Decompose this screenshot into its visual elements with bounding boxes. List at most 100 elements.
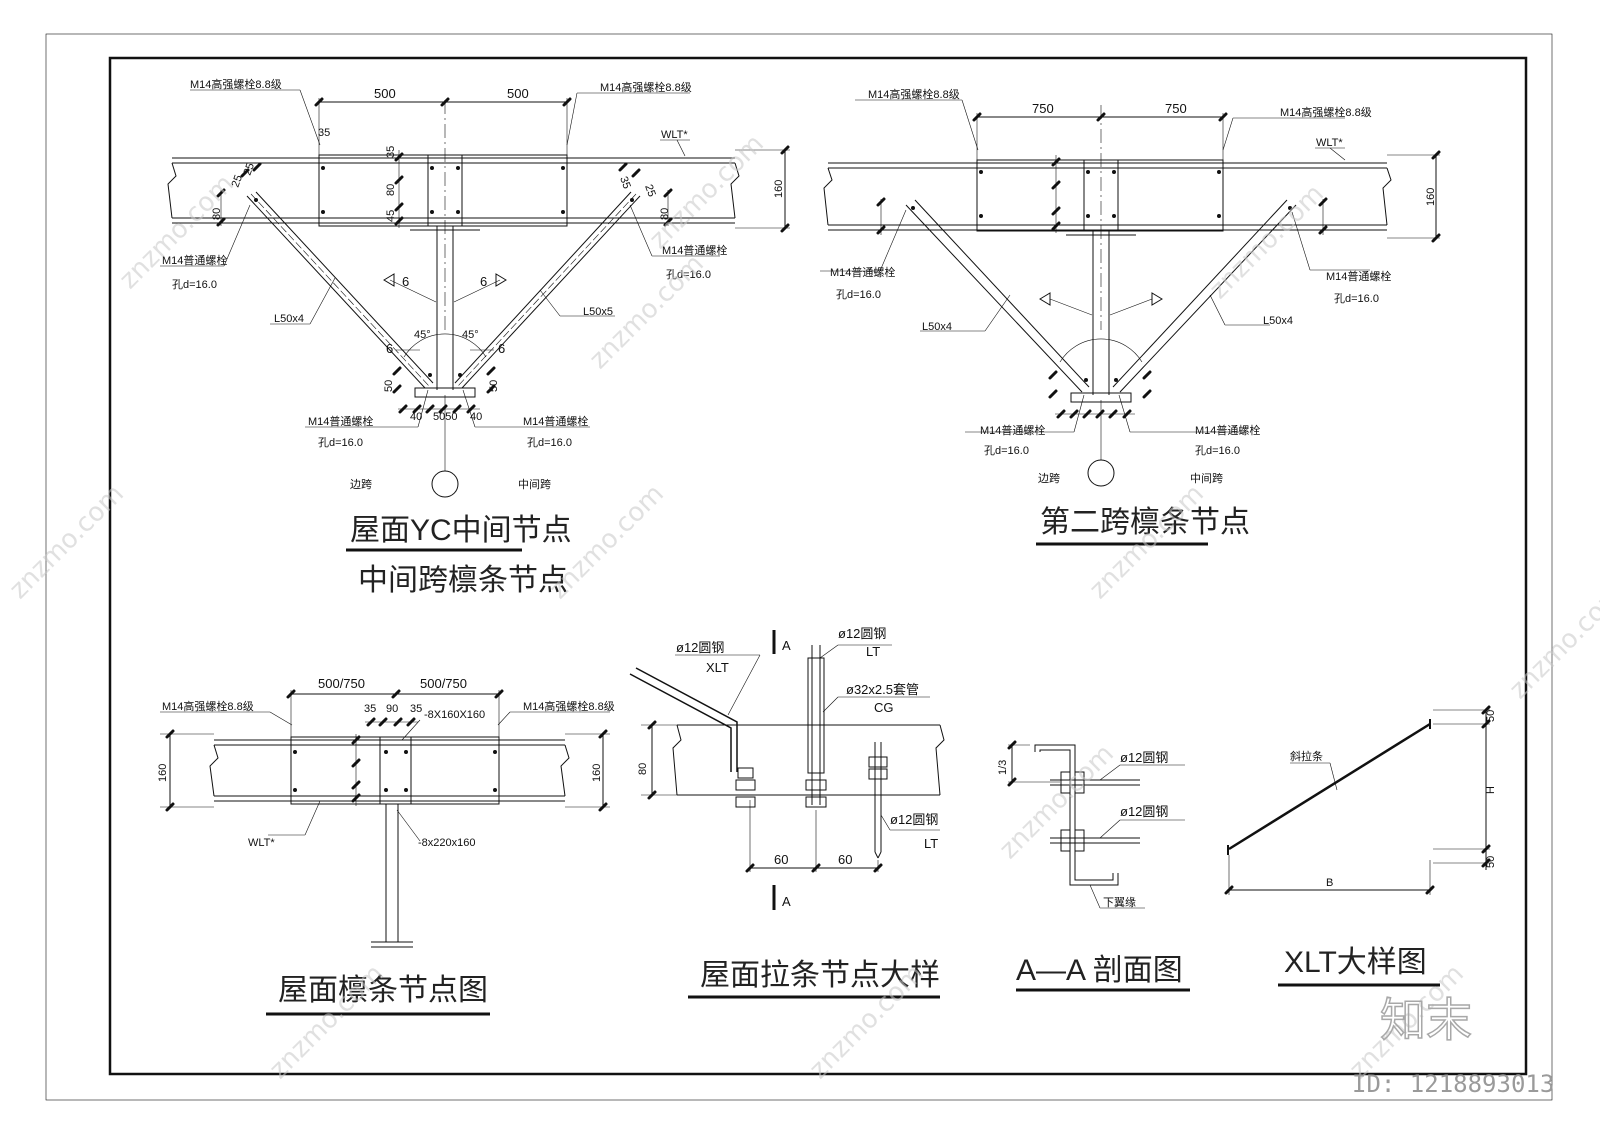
dim-label: 6 [402, 274, 409, 289]
label-hole: 孔d=16.0 [172, 278, 217, 291]
dim-label: 80 [211, 208, 223, 220]
label-rod: ø12圆钢 [676, 640, 724, 655]
dim-label: 35 [410, 703, 422, 715]
xlt-detail [1224, 705, 1491, 987]
title-section-aa: A—A 剖面图 [1016, 954, 1183, 987]
label-xlt: XLT [706, 660, 729, 675]
label-angle: L50x4 [274, 313, 304, 325]
watermark-text: znzmo.com [644, 129, 770, 255]
label-plate: -8x220x160 [418, 837, 476, 849]
label-mid-span: 中间跨 [518, 478, 551, 491]
label-bolt: M14普通螺栓 [1326, 269, 1391, 283]
dim-label: 6 [498, 341, 505, 356]
dim-label: 45° [462, 329, 479, 341]
dim-label: 35 [318, 127, 330, 139]
watermark-text: znzmo.com [994, 739, 1120, 865]
dim-label: 160 [1425, 188, 1437, 206]
dim-label: 90 [386, 703, 398, 715]
dim-label: 500/750 [420, 676, 467, 691]
dim-label: 750 [1032, 101, 1054, 116]
label-hs-bolt: M14高强螺栓8.8级 [162, 699, 254, 713]
dim-label: 35 [385, 146, 397, 158]
label-lt: LT [866, 644, 880, 659]
label-hole: 孔d=16.0 [836, 288, 881, 301]
node2-detail [820, 99, 1441, 546]
dim-label: 50 [1485, 856, 1497, 868]
dim-label: 500/750 [318, 676, 365, 691]
image-id: ID: 1218893013 [1352, 1070, 1554, 1098]
dim-label: 160 [773, 180, 785, 198]
label-diag-tie: 斜拉条 [1290, 749, 1323, 763]
section-mark: A [782, 894, 791, 909]
dim-label: 6 [386, 341, 393, 356]
section-aa-detail [1007, 740, 1190, 992]
brand-logo: 知末 [1380, 993, 1472, 1047]
dim-label: H [1485, 786, 1497, 794]
dim-label: 60 [838, 852, 852, 867]
section-mark: A [782, 638, 791, 653]
watermark-text: znzmo.com [1084, 479, 1210, 605]
outer-border [45, 33, 1553, 1101]
dim-label: 35 [617, 175, 632, 191]
label-plate: -8X160X160 [424, 709, 485, 721]
dim-label: 50 [1485, 710, 1497, 722]
inner-border [108, 56, 1528, 1076]
label-bolt: M14普通螺栓 [830, 265, 895, 279]
label-bolt: M14普通螺栓 [162, 253, 227, 267]
label-angle: L50x4 [922, 321, 952, 333]
dim-label: 160 [591, 764, 603, 782]
dim-label: 35 [364, 703, 376, 715]
label-hole: 孔d=16.0 [318, 436, 363, 449]
label-bolt: M14普通螺栓 [308, 414, 373, 428]
label-wlt: WLT* [661, 129, 688, 141]
watermark-text: znzmo.com [114, 169, 240, 295]
purlin-node-detail [160, 689, 610, 1016]
dim-label: 25 [230, 173, 245, 189]
label-bolt: M14普通螺栓 [523, 414, 588, 428]
label-lt: LT [924, 836, 938, 851]
title-node1-sub: 中间跨檩条节点 [358, 564, 568, 597]
dim-label: 500 [374, 86, 396, 101]
dim-label: 750 [1165, 101, 1187, 116]
label-hole: 孔d=16.0 [984, 444, 1029, 457]
label-hs-bolt: M14高强螺栓8.8级 [1280, 105, 1372, 119]
label-sleeve: ø32x2.5套管 [846, 682, 919, 697]
label-hole: 孔d=16.0 [527, 436, 572, 449]
dim-label: 40 [410, 411, 422, 423]
label-rod: ø12圆钢 [1120, 804, 1168, 819]
label-lower-flange: 下翼缘 [1103, 896, 1136, 909]
label-rod: ø12圆钢 [838, 626, 886, 641]
label-hole: 孔d=16.0 [1334, 292, 1379, 305]
label-edge-span: 边跨 [350, 478, 372, 491]
label-edge-span: 边跨 [1038, 472, 1060, 485]
labels: M14高强螺栓8.8级 M14高强螺栓8.8级 500 500 WLT* M14… [157, 77, 1497, 1007]
dim-label: 40 [470, 411, 482, 423]
dim-label: 5050 [433, 411, 457, 423]
label-rod: ø12圆钢 [1120, 750, 1168, 765]
dim-label: 80 [385, 184, 397, 196]
label-hole: 孔d=16.0 [666, 268, 711, 281]
title-xlt-detail: XLT大样图 [1284, 946, 1427, 979]
dim-label: B [1326, 877, 1333, 889]
dim-label: 80 [659, 208, 671, 220]
dim-label: 60 [774, 852, 788, 867]
dim-label: 80 [637, 763, 649, 775]
dim-label: 6 [480, 274, 487, 289]
label-hs-bolt: M14高强螺栓8.8级 [190, 77, 282, 91]
label-bolt: M14普通螺栓 [662, 243, 727, 257]
title-node2: 第二跨檩条节点 [1040, 506, 1250, 539]
dim-label: 500 [507, 86, 529, 101]
dim-label: 25 [242, 161, 257, 177]
label-rod: ø12圆钢 [890, 812, 938, 827]
label-wlt: WLT* [1316, 137, 1343, 149]
label-angle: L50x4 [1263, 315, 1293, 327]
tie-rod-detail [629, 630, 945, 999]
dim-label: 50 [488, 380, 500, 392]
label-hole: 孔d=16.0 [1195, 444, 1240, 457]
dim-label: 45 [385, 210, 397, 222]
label-wlt: WLT* [248, 837, 275, 849]
label-bolt: M14普通螺栓 [1195, 423, 1260, 437]
label-hs-bolt: M14高强螺栓8.8级 [868, 87, 960, 101]
label-bolt: M14普通螺栓 [980, 423, 1045, 437]
label-cg: CG [874, 700, 894, 715]
